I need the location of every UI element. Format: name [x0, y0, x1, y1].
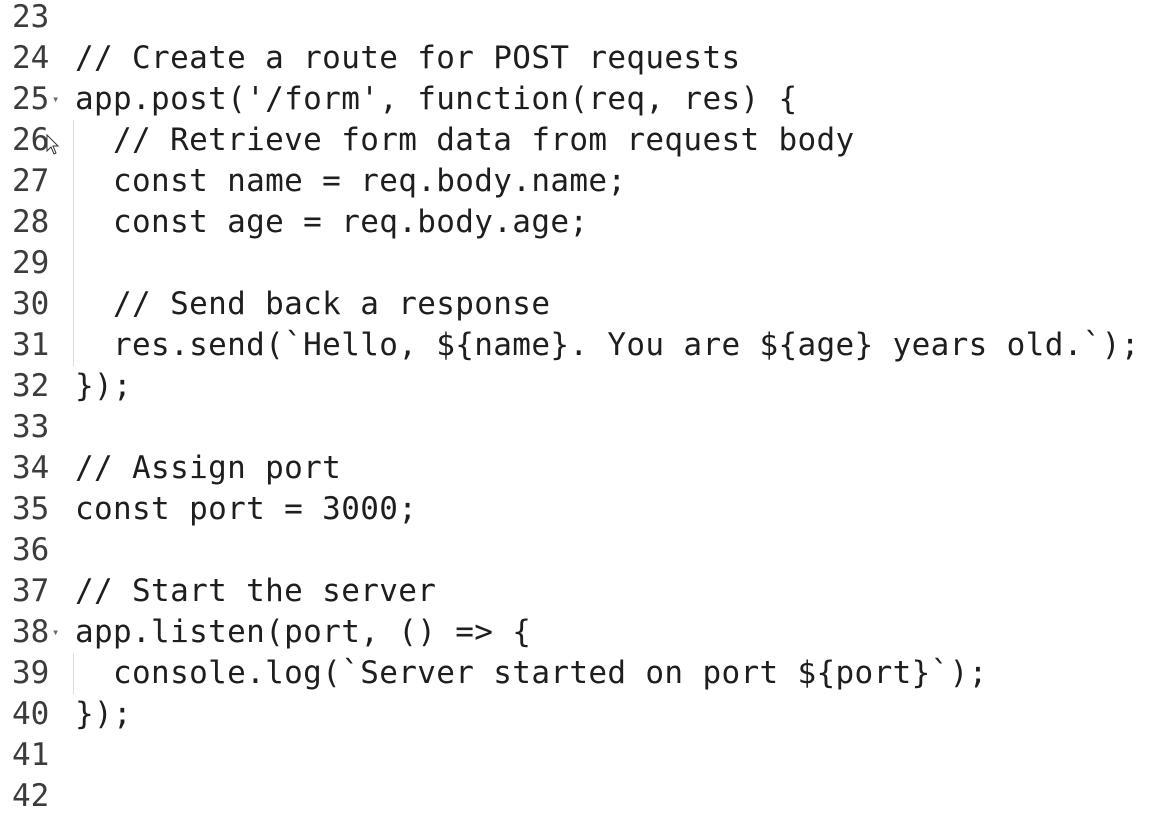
code-line[interactable]: 31 res.send(`Hello, ${name}. You are ${a… [0, 325, 1163, 366]
line-number: 25 [12, 81, 50, 117]
line-number: 27 [12, 163, 50, 199]
line-number: 31 [12, 327, 50, 363]
code-text: // Create a route for POST requests [75, 40, 741, 76]
line-number: 32 [12, 368, 50, 404]
line-number: 41 [12, 737, 50, 773]
fold-arrow-icon[interactable]: ▾ [52, 625, 60, 639]
mouse-pointer-icon [46, 134, 60, 155]
line-number: 29 [12, 245, 50, 281]
line-number: 37 [12, 573, 50, 609]
line-number: 39 [12, 655, 50, 691]
line-number: 33 [12, 409, 50, 445]
code-line[interactable]: 38▾ app.listen(port, () => { [0, 612, 1163, 653]
line-number: 28 [12, 204, 50, 240]
code-text: app.listen(port, () => { [75, 614, 532, 650]
code-text: // Assign port [75, 450, 342, 486]
fold-arrow-icon[interactable]: ▾ [52, 92, 60, 106]
code-text: }); [75, 696, 133, 732]
line-number: 40 [12, 696, 50, 732]
code-line[interactable]: 40}); [0, 694, 1163, 735]
code-line[interactable]: 39 console.log(`Server started on port $… [0, 653, 1163, 694]
code-line[interactable]: 33 [0, 407, 1163, 448]
line-number: 24 [12, 40, 50, 76]
code-line[interactable]: 29 [0, 243, 1163, 284]
code-line[interactable]: 27 const name = req.body.name; [0, 161, 1163, 202]
code-text: const port = 3000; [75, 491, 418, 527]
code-line[interactable]: 41 [0, 735, 1163, 776]
line-number: 36 [12, 532, 50, 568]
code-line[interactable]: 34 // Assign port [0, 448, 1163, 489]
code-line[interactable]: 37 // Start the server [0, 571, 1163, 612]
line-number: 23 [12, 0, 50, 35]
code-line[interactable]: 28 const age = req.body.age; [0, 202, 1163, 243]
code-text: // Send back a response [75, 286, 551, 322]
line-number: 35 [12, 491, 50, 527]
code-line[interactable]: 30 // Send back a response [0, 284, 1163, 325]
code-line[interactable]: 25▾ app.post('/form', function(req, res) … [0, 79, 1163, 120]
code-line[interactable]: 42 [0, 776, 1163, 817]
line-number: 30 [12, 286, 50, 322]
code-text: res.send(`Hello, ${name}. You are ${age}… [75, 327, 1140, 363]
code-text: const name = req.body.name; [75, 163, 627, 199]
code-line[interactable]: 26 // Retrieve form data from request bo… [0, 120, 1163, 161]
code-line[interactable]: 35 const port = 3000; [0, 489, 1163, 530]
code-text: // Start the server [75, 573, 437, 609]
code-line[interactable]: 24 // Create a route for POST requests [0, 38, 1163, 79]
code-line[interactable]: 32}); [0, 366, 1163, 407]
line-number: 38 [12, 614, 50, 650]
indent-guide [73, 120, 74, 366]
line-number: 26 [12, 122, 50, 158]
indent-guide [73, 653, 74, 694]
code-text: app.post('/form', function(req, res) { [75, 81, 798, 117]
code-text: const age = req.body.age; [75, 204, 589, 240]
code-text: // Retrieve form data from request body [75, 122, 855, 158]
line-number: 34 [12, 450, 50, 486]
line-number: 42 [12, 778, 50, 814]
code-text: console.log(`Server started on port ${po… [75, 655, 988, 691]
code-line[interactable]: 36 [0, 530, 1163, 571]
code-line[interactable]: 23 [0, 0, 1163, 38]
code-text: }); [75, 368, 133, 404]
